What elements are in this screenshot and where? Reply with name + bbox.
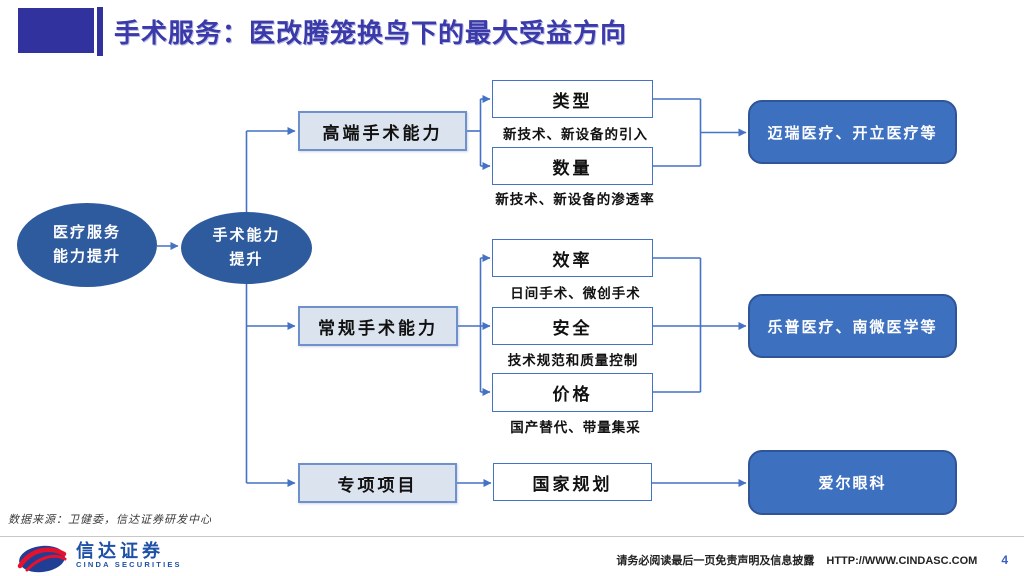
footer-divider (0, 536, 1024, 537)
brand-name-en: CINDA SECURITIES (76, 560, 182, 569)
factor-efficiency: 效率 (492, 239, 653, 277)
node-label-line: 提升 (229, 252, 264, 268)
cinda-logo-icon (17, 545, 67, 573)
factor-price: 价格 (492, 373, 653, 412)
caption-efficiency: 日间手术、微创手术 (510, 286, 641, 301)
title-accent-square (18, 8, 94, 53)
node-label-line: 手术能力 (212, 228, 281, 244)
footer-disclaimer: 请务必阅读最后一页免责声明及信息披露 (616, 555, 815, 567)
factor-national-planning: 国家规划 (493, 463, 652, 501)
caption-price: 国产替代、带量集采 (510, 420, 641, 435)
caption-type: 新技术、新设备的引入 (503, 127, 648, 142)
branch-special-projects: 专项项目 (298, 463, 457, 503)
footer-url: HTTP://WWW.CINDASC.COM (826, 555, 978, 567)
caption-safety: 技术规范和质量控制 (507, 353, 639, 368)
outcome-lepu-micro-tech: 乐普医疗、南微医学等 (748, 294, 957, 358)
node-label-line: 能力提升 (52, 249, 121, 265)
factor-quantity: 数量 (492, 147, 653, 185)
node-surgical-capability: 手术能力 提升 (181, 212, 312, 284)
brand-name-cn: 信达证券 (76, 541, 164, 561)
caption-quantity: 新技术、新设备的渗透率 (495, 192, 655, 207)
brand-text: 信达证券 CINDA SECURITIES (76, 542, 182, 569)
outcome-mindray-sonoscape: 迈瑞医疗、开立医疗等 (748, 100, 957, 164)
title-accent-stripe (97, 7, 103, 56)
node-medical-service-capability: 医疗服务 能力提升 (17, 203, 157, 287)
factor-type: 类型 (492, 80, 653, 118)
source-note: 数据来源：卫健委，信达证券研发中心 (8, 514, 212, 526)
node-label-line: 医疗服务 (52, 225, 121, 241)
branch-high-end-surgery: 高端手术能力 (298, 111, 467, 151)
page-number: 4 (1001, 553, 1008, 567)
branch-routine-surgery: 常规手术能力 (298, 306, 458, 346)
factor-safety: 安全 (492, 307, 653, 345)
footer-right: 请务必阅读最后一页免责声明及信息披露 HTTP://WWW.CINDASC.CO… (616, 552, 1008, 568)
page-title: 手术服务：医改腾笼换鸟下的最大受益方向 (114, 18, 628, 48)
outcome-aier-eye: 爱尔眼科 (748, 450, 957, 515)
